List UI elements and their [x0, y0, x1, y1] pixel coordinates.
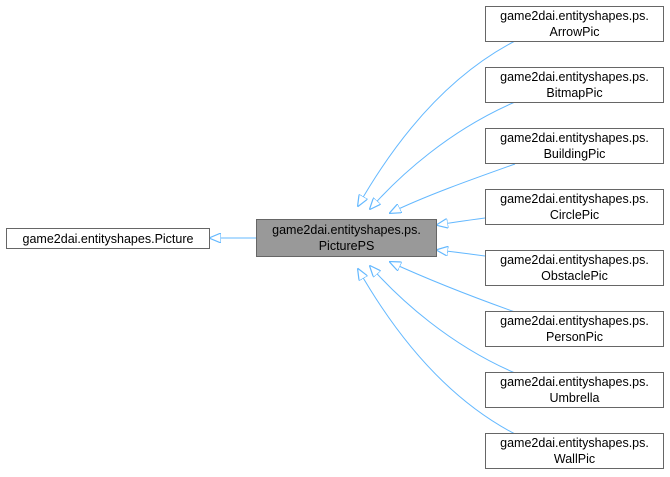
- node-bitmap-pic-line2: BitmapPic: [546, 86, 603, 100]
- node-picture[interactable]: game2dai.entityshapes.Picture: [6, 228, 210, 249]
- node-building-pic[interactable]: game2dai.entityshapes.ps. BuildingPic: [485, 128, 664, 164]
- node-bitmap-pic[interactable]: game2dai.entityshapes.ps. BitmapPic: [485, 67, 664, 103]
- node-umbrella-line2: Umbrella: [549, 391, 600, 405]
- node-picture-ps-line2: PicturePS: [318, 239, 375, 253]
- edge-obstacle-pic: [437, 250, 486, 257]
- node-building-pic-line1: game2dai.entityshapes.ps.: [500, 131, 649, 145]
- node-arrow-pic-line1: game2dai.entityshapes.ps.: [500, 9, 649, 23]
- node-wall-pic-line2: WallPic: [553, 452, 596, 466]
- node-bitmap-pic-line1: game2dai.entityshapes.ps.: [500, 70, 649, 84]
- node-wall-pic-line1: game2dai.entityshapes.ps.: [500, 436, 649, 450]
- edge-circle-pic: [437, 217, 486, 225]
- node-circle-pic-line1: game2dai.entityshapes.ps.: [500, 192, 649, 206]
- node-person-pic-line2: PersonPic: [546, 330, 603, 344]
- node-wall-pic[interactable]: game2dai.entityshapes.ps. WallPic: [485, 433, 664, 469]
- node-arrow-pic-line2: ArrowPic: [549, 25, 600, 39]
- node-umbrella-line1: game2dai.entityshapes.ps.: [500, 375, 649, 389]
- node-arrow-pic[interactable]: game2dai.entityshapes.ps. ArrowPic: [485, 6, 664, 42]
- edge-person-pic: [390, 262, 516, 313]
- edge-bitmap-pic: [370, 101, 516, 209]
- node-picture-label: game2dai.entityshapes.Picture: [22, 231, 194, 246]
- node-person-pic-line1: game2dai.entityshapes.ps.: [500, 314, 649, 328]
- node-person-pic[interactable]: game2dai.entityshapes.ps. PersonPic: [485, 311, 664, 347]
- node-picture-ps: game2dai.entityshapes.ps. PicturePS: [256, 219, 437, 257]
- node-obstacle-pic[interactable]: game2dai.entityshapes.ps. ObstaclePic: [485, 250, 664, 286]
- edge-umbrella: [370, 266, 516, 374]
- node-obstacle-pic-line1: game2dai.entityshapes.ps.: [500, 253, 649, 267]
- node-circle-pic[interactable]: game2dai.entityshapes.ps. CirclePic: [485, 189, 664, 225]
- edge-building-pic: [390, 163, 516, 213]
- edge-wall-pic: [358, 269, 516, 435]
- node-obstacle-pic-line2: ObstaclePic: [541, 269, 608, 283]
- node-umbrella[interactable]: game2dai.entityshapes.ps. Umbrella: [485, 372, 664, 408]
- node-circle-pic-line2: CirclePic: [549, 208, 600, 222]
- edge-arrow-pic: [358, 40, 516, 206]
- node-building-pic-line2: BuildingPic: [543, 147, 606, 161]
- node-picture-ps-line1: game2dai.entityshapes.ps.: [272, 223, 421, 237]
